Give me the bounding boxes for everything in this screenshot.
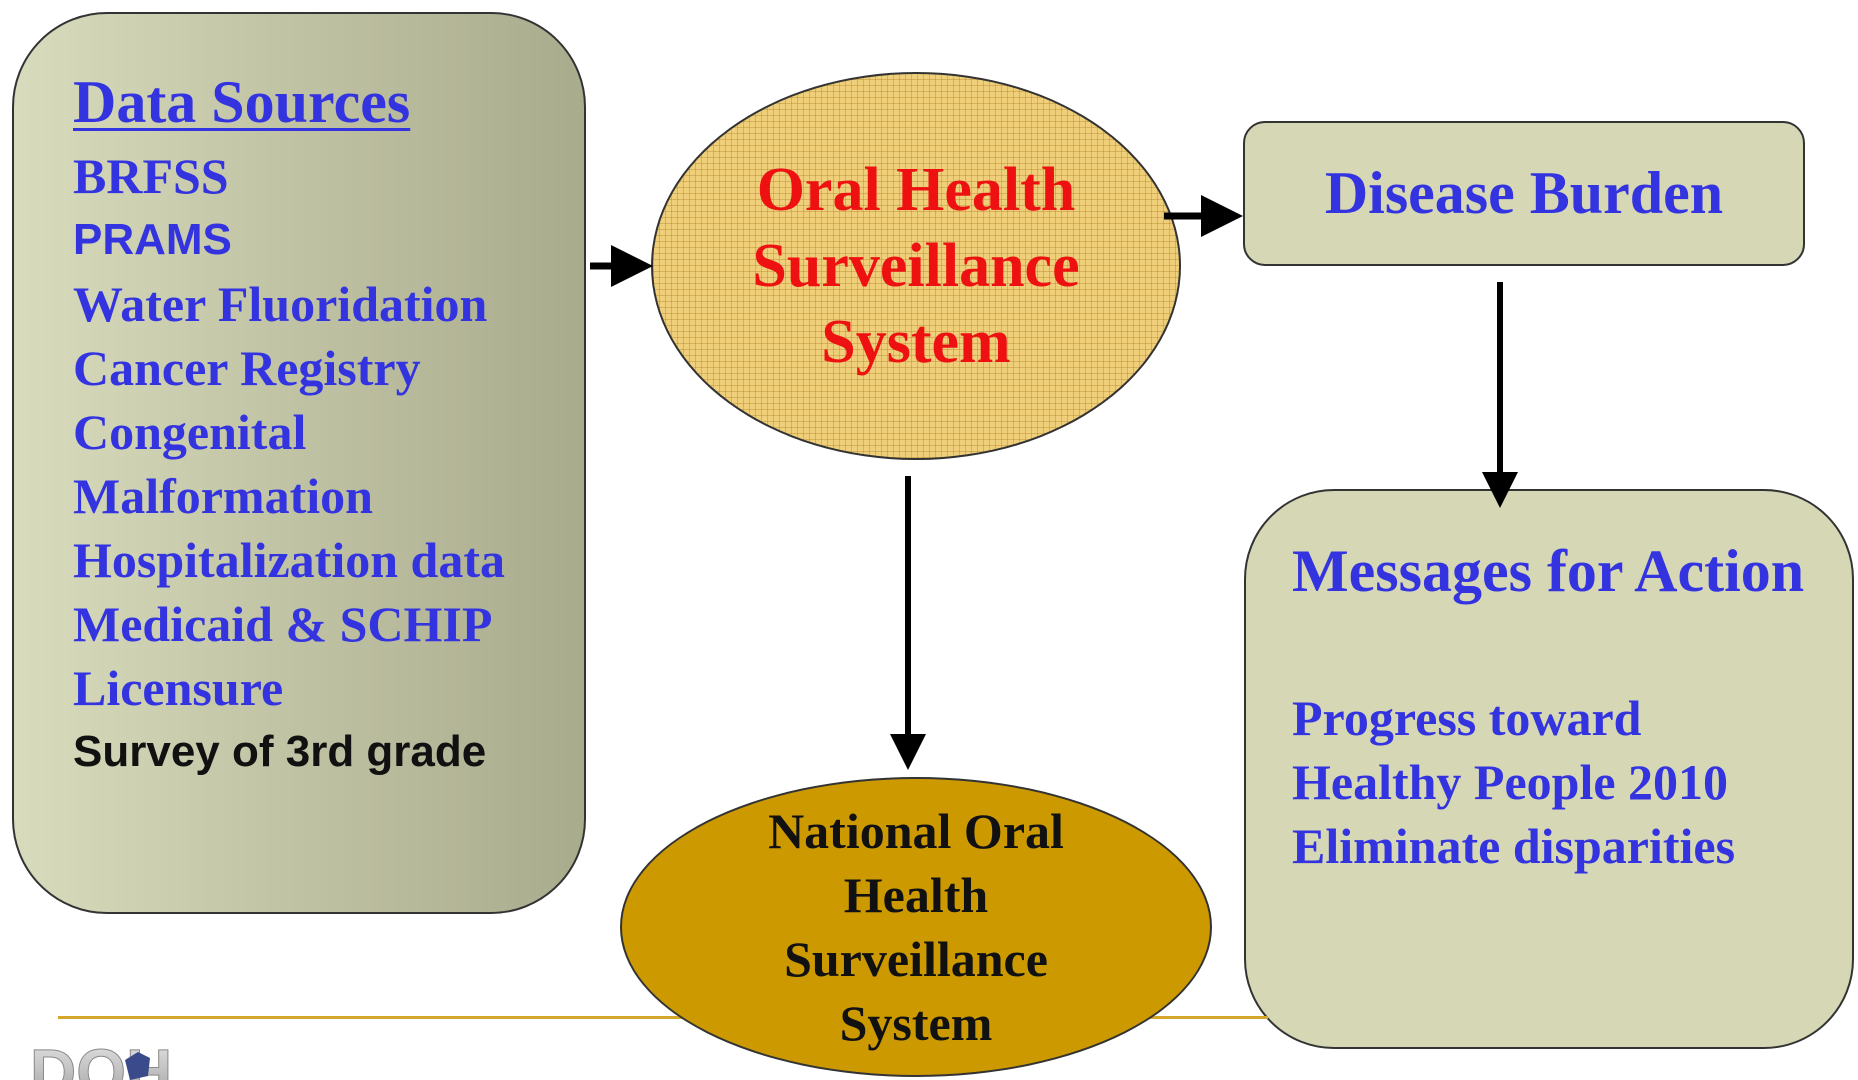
data-sources-list: BRFSS PRAMS Water Fluoridation Cancer Re… [73,144,505,784]
message-item: Eliminate disparities [1292,818,1736,874]
source-item: BRFSS [73,148,229,204]
disease-burden-box: Disease Burden [1243,121,1805,266]
source-item: Medicaid & SCHIP [73,596,493,652]
surveillance-system-node: Oral Health Surveillance System [651,72,1181,460]
national-system-label: National Oral Health Surveillance System [768,803,1064,1051]
data-sources-title: Data Sources [73,69,411,135]
source-item: PRAMS [73,215,232,264]
messages-box: Messages for Action Progress toward Heal… [1244,489,1854,1049]
surveillance-system-label: Oral Health Surveillance System [752,156,1080,376]
logo-state-shape [125,1052,150,1080]
source-item: Congenital [73,404,307,460]
source-item: Water Fluoridation [73,276,488,332]
source-item: Hospitalization data [73,532,505,588]
data-sources-box: Data Sources BRFSS PRAMS Water Fluoridat… [12,12,586,914]
source-item: Cancer Registry [73,340,421,396]
doh-logo: DOH [30,1046,173,1080]
source-item: Malformation [73,468,373,524]
source-item: Licensure [73,660,284,716]
disease-burden-label: Disease Burden [1324,160,1724,226]
source-item: Survey of 3rd grade [73,727,487,776]
messages-title: Messages for Action [1292,538,1805,604]
message-item: Progress toward [1292,690,1642,746]
footer-rule [58,1016,1268,1019]
messages-list: Progress toward Healthy People 2010 Elim… [1292,686,1735,878]
logo-text: DOH [30,1046,172,1080]
national-system-node: National Oral Health Surveillance System [620,777,1212,1077]
message-item: Healthy People 2010 [1292,754,1729,810]
